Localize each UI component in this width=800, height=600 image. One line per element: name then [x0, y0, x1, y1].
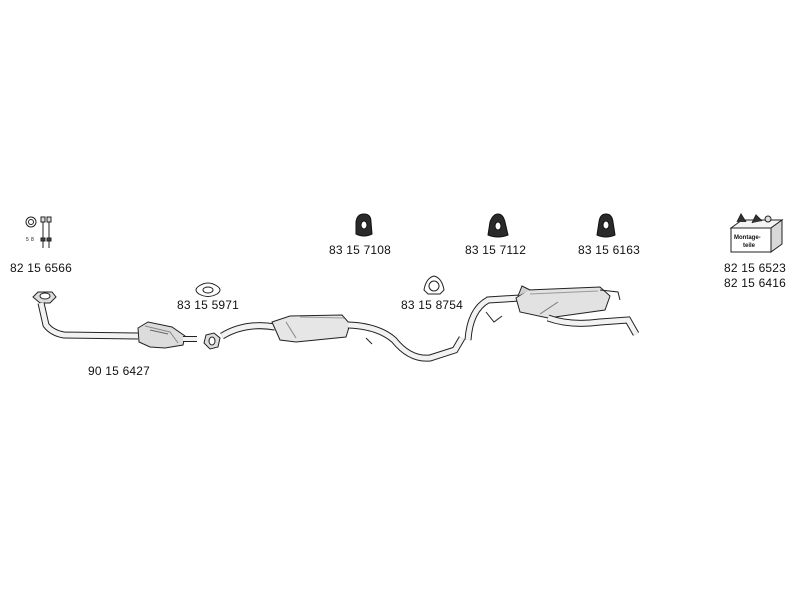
bolt-kit-mark-b: 8: [31, 237, 34, 243]
label-bolt-kit: 82 15 6566: [10, 261, 73, 275]
bolt-kit-mark-a: 5: [26, 237, 29, 243]
rear-muffler-icon: [464, 285, 640, 341]
label-front-pipe: 90 15 6427: [88, 364, 151, 378]
middle-muffler-icon: [220, 314, 466, 362]
front-pipe-catalyst-icon: [32, 291, 197, 349]
label-hanger-1: 83 15 7108: [329, 243, 392, 257]
bolt-kit-icon: 5 8: [25, 216, 52, 248]
label-kit-1: 82 15 6523: [724, 261, 787, 275]
label-gasket-front: 83 15 5971: [177, 298, 240, 312]
hanger-7112-icon: [487, 213, 509, 238]
label-hanger-3: 83 15 6163: [578, 243, 641, 257]
label-hanger-2: 83 15 7112: [465, 243, 527, 257]
hanger-6163-icon: [596, 213, 616, 238]
label-clamp: 83 15 8754: [401, 298, 464, 312]
sleeve-icon: [203, 332, 221, 350]
label-kit-2: 82 15 6416: [724, 276, 787, 290]
clamp-icon: [423, 275, 445, 295]
gasket-icon: [195, 282, 221, 297]
mounting-kit-box-icon: Montage- teile: [729, 212, 784, 253]
mounting-kit-box-line1: Montage-: [734, 235, 761, 241]
mounting-kit-box-line2: teile: [743, 243, 756, 249]
hanger-7108-icon: [355, 213, 373, 237]
